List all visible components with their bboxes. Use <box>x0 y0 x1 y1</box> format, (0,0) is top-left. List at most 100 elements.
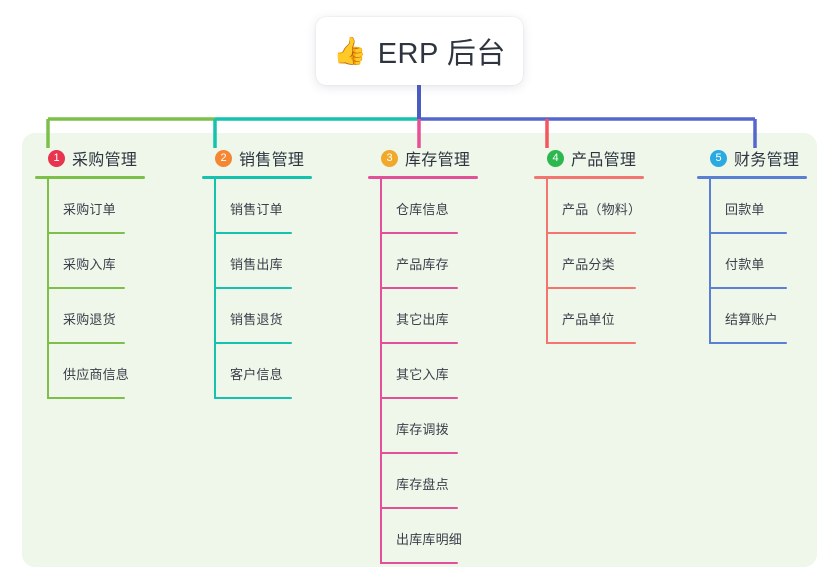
list-item-label: 产品分类 <box>562 257 615 272</box>
column-spine-2 <box>214 179 216 399</box>
column-badge-4: 4 <box>547 149 564 167</box>
list-item[interactable]: 仓库信息 <box>368 179 478 234</box>
list-item-underline <box>380 397 458 399</box>
list-item-underline <box>709 287 787 289</box>
column-items-5: 回款单付款单结算账户 <box>697 179 807 344</box>
list-item[interactable]: 结算账户 <box>697 289 807 344</box>
list-item[interactable]: 其它入库 <box>368 344 478 399</box>
column-title-5: 财务管理 <box>734 152 800 169</box>
list-item-label: 结算账户 <box>725 312 778 327</box>
list-item-underline <box>214 342 292 344</box>
list-item-label: 销售订单 <box>230 202 283 217</box>
column-2: 2 销售管理销售订单销售出库销售退货客户信息 <box>202 146 312 399</box>
root-title: ERP 后台 <box>377 38 506 70</box>
list-item-underline <box>47 342 125 344</box>
column-underline-4 <box>534 176 644 179</box>
column-underline-1 <box>35 176 145 179</box>
column-header-4[interactable]: 4 产品管理 <box>534 146 644 170</box>
list-item-underline <box>709 342 787 344</box>
list-item-underline <box>546 342 636 344</box>
root-node[interactable]: 👍 ERP 后台 <box>316 17 523 85</box>
list-item[interactable]: 客户信息 <box>202 344 312 399</box>
column-header-5[interactable]: 5 财务管理 <box>697 146 807 170</box>
list-item-underline <box>380 342 458 344</box>
list-item-label: 回款单 <box>725 202 765 217</box>
list-item-label: 采购退货 <box>63 312 116 327</box>
column-3: 3 库存管理仓库信息产品库存其它出库其它入库库存调拨库存盘点出库库明细 <box>368 146 478 564</box>
list-item[interactable]: 销售订单 <box>202 179 312 234</box>
list-item[interactable]: 销售出库 <box>202 234 312 289</box>
column-underline-3 <box>368 176 478 179</box>
column-title-2: 销售管理 <box>239 152 305 169</box>
column-items-2: 销售订单销售出库销售退货客户信息 <box>202 179 312 399</box>
column-badge-3: 3 <box>381 149 398 167</box>
list-item[interactable]: 库存调拨 <box>368 399 478 454</box>
list-item-label: 客户信息 <box>230 367 283 382</box>
list-item-label: 其它入库 <box>396 367 449 382</box>
list-item-underline <box>380 287 458 289</box>
list-item-underline <box>47 232 125 234</box>
list-item-underline <box>546 287 636 289</box>
column-items-1: 采购订单采购入库采购退货供应商信息 <box>35 179 145 399</box>
list-item-label: 供应商信息 <box>63 367 130 382</box>
list-item-label: 付款单 <box>725 257 765 272</box>
content-panel <box>22 133 817 567</box>
column-spine-3 <box>380 179 382 564</box>
column-header-3[interactable]: 3 库存管理 <box>368 146 478 170</box>
list-item-label: 产品单位 <box>562 312 615 327</box>
list-item[interactable]: 出库库明细 <box>368 509 478 564</box>
column-title-3: 库存管理 <box>405 152 471 169</box>
list-item[interactable]: 其它出库 <box>368 289 478 344</box>
list-item[interactable]: 产品库存 <box>368 234 478 289</box>
column-header-2[interactable]: 2 销售管理 <box>202 146 312 170</box>
list-item-label: 销售退货 <box>230 312 283 327</box>
list-item[interactable]: 采购入库 <box>35 234 145 289</box>
list-item-underline <box>546 232 636 234</box>
column-items-4: 产品（物料） 产品分类产品单位 <box>534 179 644 344</box>
list-item[interactable]: 供应商信息 <box>35 344 145 399</box>
list-item-label: 出库库明细 <box>396 532 463 547</box>
list-item[interactable]: 付款单 <box>697 234 807 289</box>
column-underline-2 <box>202 176 312 179</box>
list-item-label: 产品库存 <box>396 257 449 272</box>
list-item[interactable]: 产品单位 <box>534 289 644 344</box>
column-badge-2: 2 <box>215 149 232 167</box>
list-item-label: 仓库信息 <box>396 202 449 217</box>
column-spine-4 <box>546 179 548 344</box>
list-item[interactable]: 销售退货 <box>202 289 312 344</box>
column-title-4: 产品管理 <box>571 152 637 169</box>
list-item-label: 采购入库 <box>63 257 116 272</box>
list-item-underline <box>47 397 125 399</box>
list-item-underline <box>47 287 125 289</box>
column-spine-5 <box>709 179 711 344</box>
list-item-underline <box>709 232 787 234</box>
list-item-label: 库存调拨 <box>396 422 449 437</box>
column-badge-5: 5 <box>710 149 727 167</box>
list-item[interactable]: 产品分类 <box>534 234 644 289</box>
thumbs-up-icon: 👍 <box>333 35 367 66</box>
list-item-underline <box>380 562 458 564</box>
list-item-underline <box>214 232 292 234</box>
column-4: 4 产品管理产品（物料） 产品分类产品单位 <box>534 146 644 344</box>
column-title-1: 采购管理 <box>72 152 138 169</box>
list-item[interactable]: 产品（物料） <box>534 179 644 234</box>
list-item-underline <box>380 452 458 454</box>
list-item[interactable]: 采购退货 <box>35 289 145 344</box>
list-item-underline <box>380 507 458 509</box>
list-item-label: 其它出库 <box>396 312 449 327</box>
list-item-underline <box>214 287 292 289</box>
list-item-label: 销售出库 <box>230 257 283 272</box>
list-item[interactable]: 库存盘点 <box>368 454 478 509</box>
list-item-label: 采购订单 <box>63 202 116 217</box>
list-item-underline <box>214 397 292 399</box>
column-underline-5 <box>697 176 807 179</box>
column-5: 5 财务管理回款单付款单结算账户 <box>697 146 807 344</box>
column-spine-1 <box>47 179 49 399</box>
column-items-3: 仓库信息产品库存其它出库其它入库库存调拨库存盘点出库库明细 <box>368 179 478 564</box>
list-item-label: 产品（物料） <box>562 202 642 217</box>
list-item[interactable]: 采购订单 <box>35 179 145 234</box>
list-item[interactable]: 回款单 <box>697 179 807 234</box>
